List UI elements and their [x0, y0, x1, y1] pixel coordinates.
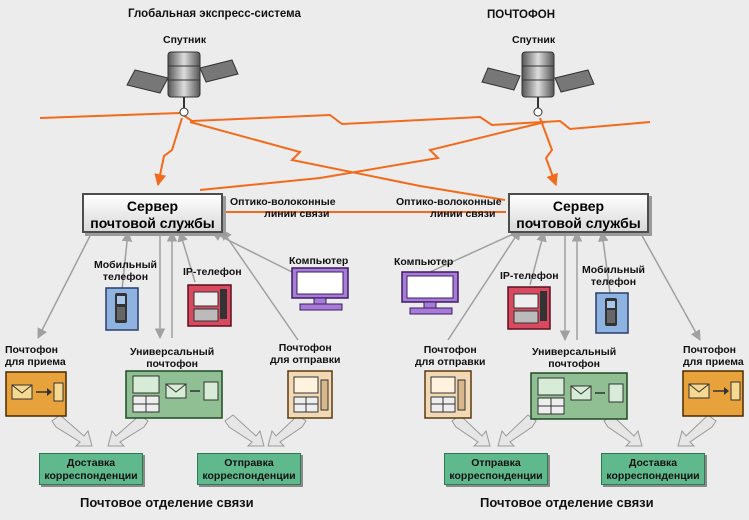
receive-label-line2: для приема: [5, 356, 66, 368]
computer-icon-right: [401, 271, 459, 315]
send-label-line2: для отправки: [415, 356, 486, 368]
universal-device-icon-left: [125, 370, 223, 419]
fiber-label-line2: линии связи: [264, 208, 330, 220]
mail-server-left: Сервер почтовой службы: [82, 193, 223, 233]
ip-phone-icon-right: [507, 286, 551, 330]
mobile-label-line2: телефон: [590, 276, 637, 288]
fiber-label-line2: линии связи: [430, 208, 496, 220]
server-label-line1: Сервер: [552, 198, 605, 214]
post-office-label-right: Почтовое отделение связи: [480, 495, 654, 510]
dispatch-box-right: Отправка корреспонденции: [444, 453, 548, 485]
delivery-label-line2: корреспонденции: [44, 470, 138, 482]
delivery-label-line1: Доставка: [628, 457, 678, 469]
universal-device-icon-right: [530, 372, 628, 420]
mobile-phone-icon-right: [595, 292, 629, 334]
delivery-box-left: Доставка корреспонденции: [39, 453, 143, 485]
ip-phone-label-left: IP-телефон: [183, 266, 242, 278]
server-label-line1: Сервер: [126, 198, 179, 214]
send-label-left: Почтофон для отправки: [270, 342, 340, 366]
mobile-phone-icon-left: [105, 287, 139, 331]
delivery-arrows: [51, 414, 717, 447]
radio-links: [39, 111, 651, 201]
send-device-icon-right: [424, 370, 472, 419]
satellite-label-left: Спутник: [163, 34, 207, 46]
radio-link-down-left: [154, 117, 183, 187]
send-label-line1: Почтофон: [423, 344, 477, 356]
receive-label-right: Почтофон для приема: [683, 344, 744, 368]
ip-phone-label-right: IP-телефон: [500, 270, 559, 282]
receive-label-line1: Почтофон: [683, 344, 737, 356]
fiber-label-line1: Оптико-волоконные: [396, 196, 502, 208]
fiber-label-left: Оптико-волоконные линии связи: [230, 196, 336, 220]
universal-label-line1: Универсальный: [130, 346, 215, 358]
delivery-box-right: Доставка корреспонденции: [601, 453, 705, 485]
dispatch-box-left: Отправка корреспонденции: [197, 453, 301, 485]
send-device-icon-left: [287, 370, 333, 419]
dispatch-label-line1: Отправка: [471, 457, 521, 469]
server-label-line2: почтовой службы: [516, 215, 641, 231]
universal-label-left: Универсальный почтофон: [130, 346, 214, 370]
computer-icon-left: [291, 267, 349, 311]
fiber-label-line1: Оптико-волоконные: [230, 196, 336, 208]
receive-device-icon-left: [5, 371, 67, 417]
satellite-label-right: Спутник: [512, 34, 556, 46]
post-office-label-left: Почтовое отделение связи: [80, 495, 254, 510]
title-left: Глобальная экспресс-система: [128, 8, 301, 20]
receive-label-line2: для приема: [683, 356, 744, 368]
delivery-label-line2: корреспонденции: [606, 470, 700, 482]
send-label-line1: Почтофон: [278, 342, 332, 354]
radio-link-down-right: [539, 117, 558, 187]
mobile-label-line2: телефон: [102, 271, 149, 283]
computer-label-right: Компьютер: [394, 256, 454, 268]
mobile-label-left: Мобильный телефон: [94, 259, 157, 283]
receive-device-icon-right: [682, 370, 744, 417]
connection-arrows-right: [429, 229, 701, 342]
server-label-line2: почтовой службы: [90, 215, 215, 231]
satellite-icon-left: [126, 51, 239, 117]
send-label-line2: для отправки: [270, 354, 341, 366]
satellite-icon-right: [481, 51, 595, 117]
title-right: ПОЧТОФОН: [487, 9, 556, 21]
connection-arrows-left: [37, 229, 299, 341]
radio-link-cross-1: [189, 121, 506, 201]
receive-label-left: Почтофон для приема: [5, 344, 66, 368]
ip-phone-icon-left: [187, 284, 232, 327]
fiber-label-right: Оптико-волоконные линии связи: [396, 196, 502, 220]
mobile-label-line1: Мобильный: [582, 264, 645, 276]
universal-label-line2: почтофон: [146, 358, 199, 370]
receive-label-line1: Почтофон: [5, 344, 59, 356]
mobile-label-line1: Мобильный: [94, 259, 157, 271]
delivery-label-line1: Доставка: [66, 457, 116, 469]
dispatch-label-line2: корреспонденции: [202, 470, 296, 482]
universal-label-line1: Универсальный: [532, 346, 617, 358]
universal-label-right: Универсальный почтофон: [532, 346, 616, 370]
dispatch-label-line2: корреспонденции: [449, 470, 543, 482]
computer-label-left: Компьютер: [289, 255, 349, 267]
mobile-label-right: Мобильный телефон: [582, 264, 645, 288]
mail-server-right: Сервер почтовой службы: [508, 193, 649, 233]
radio-link-cross-2: [199, 121, 546, 191]
universal-label-line2: почтофон: [548, 358, 601, 370]
send-label-right: Почтофон для отправки: [415, 344, 485, 368]
dispatch-label-line1: Отправка: [224, 457, 274, 469]
radio-link-top: [39, 111, 651, 131]
